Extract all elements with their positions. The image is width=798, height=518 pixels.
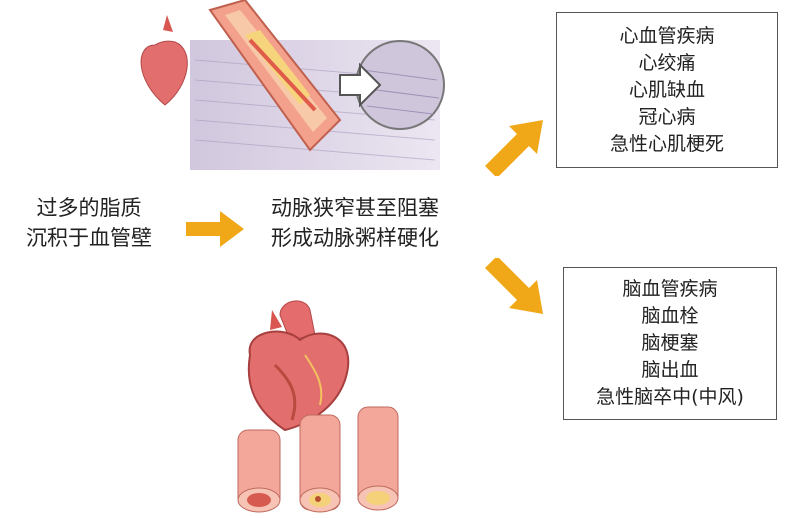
heart-disease-item: 急性心肌梗死 bbox=[609, 132, 724, 155]
heart-vessels-illustration bbox=[237, 300, 399, 513]
heart-shape bbox=[247, 330, 350, 432]
brain-disease-item: 急性脑卒中(中风) bbox=[596, 386, 744, 408]
brain-disease-box: 脑血管疾病 脑血栓 脑梗塞 脑出血 急性脑卒中(中风) bbox=[563, 267, 777, 420]
heart-disease-item: 冠心病 bbox=[638, 105, 696, 128]
brain-disease-item: 脑出血 bbox=[641, 359, 699, 381]
cause-text: 过多的脂质 沉积于血管壁 bbox=[14, 193, 164, 253]
vessel-narrowed bbox=[299, 414, 341, 513]
aorta-shape bbox=[279, 300, 316, 341]
heart-small-shape bbox=[140, 40, 188, 106]
heart-disease-box: 心血管疾病 心绞痛 心肌缺血 冠心病 急性心肌梗死 bbox=[556, 12, 778, 168]
effect-line-2: 形成动脉粥样硬化 bbox=[271, 226, 439, 250]
brain-disease-item: 脑血栓 bbox=[641, 305, 699, 327]
effect-line-1: 动脉狭窄甚至阻塞 bbox=[271, 196, 439, 220]
arrow-up-right bbox=[485, 120, 543, 176]
heart-disease-item: 心绞痛 bbox=[638, 51, 696, 74]
cause-line-1: 过多的脂质 bbox=[36, 196, 142, 220]
vessel-blocked bbox=[357, 406, 399, 511]
effect-text: 动脉狭窄甚至阻塞 形成动脉粥样硬化 bbox=[250, 193, 460, 253]
arrow-right bbox=[186, 211, 244, 247]
heart-disease-item: 心肌缺血 bbox=[628, 78, 705, 101]
artery-illustration bbox=[140, 0, 445, 170]
cause-line-2: 沉积于血管壁 bbox=[26, 226, 152, 250]
arrow-down-right bbox=[485, 258, 543, 314]
brain-disease-item: 脑梗塞 bbox=[641, 332, 699, 354]
brain-disease-item: 脑血管疾病 bbox=[622, 278, 718, 300]
vessel-healthy bbox=[237, 429, 281, 513]
heart-disease-item: 心血管疾病 bbox=[619, 24, 715, 47]
magnify-arrow bbox=[339, 62, 382, 108]
